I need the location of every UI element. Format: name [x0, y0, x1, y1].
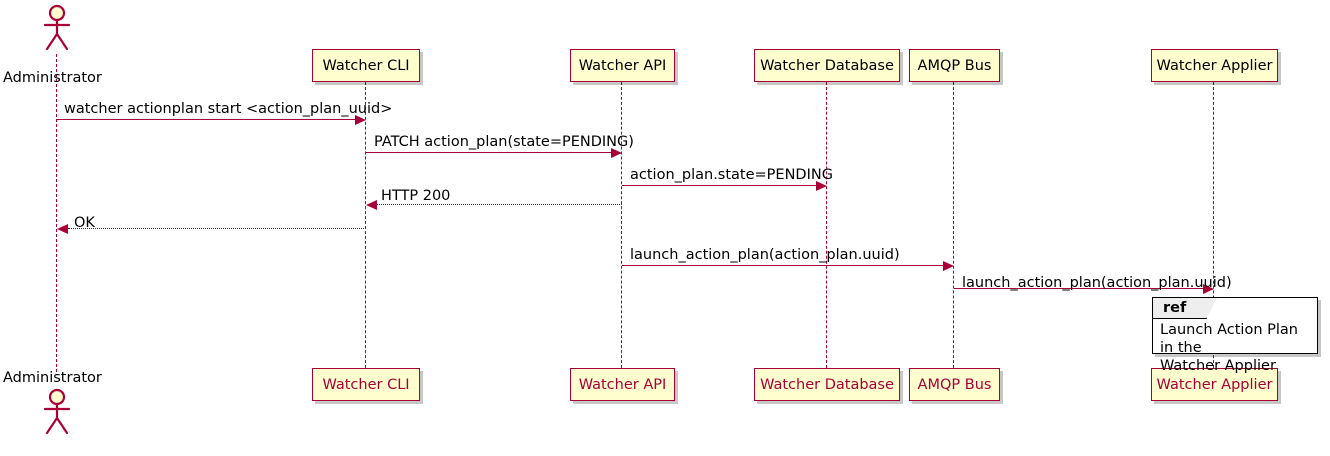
participant-label-watcher-cli-top: Watcher CLI [322, 57, 410, 74]
lifeline-amqp-bus [953, 82, 955, 368]
participant-box-watcher-database-bottom[interactable]: Watcher Database [754, 368, 900, 401]
fragment-body-line-1: Launch Action Plan in the [1160, 322, 1298, 356]
participant-label-watcher-applier-top: Watcher Applier [1156, 57, 1273, 74]
message-label-5: OK [74, 215, 95, 231]
lifeline-watcher-api [621, 82, 623, 368]
participant-label-administrator-bottom: Administrator [3, 370, 102, 386]
fragment-tab-ref-launch-action-plan: ref [1153, 298, 1207, 319]
message-arrowhead-7 [1203, 283, 1214, 294]
message-arrowhead-6 [943, 260, 954, 271]
participant-label-amqp-bus-top: AMQP Bus [917, 57, 992, 74]
message-line-2 [366, 152, 611, 153]
message-arrowhead-5 [57, 223, 68, 234]
participant-box-watcher-cli-bottom[interactable]: Watcher CLI [312, 368, 420, 401]
participant-label-watcher-database-bottom: Watcher Database [760, 376, 894, 393]
message-label-7: launch_action_plan(action_plan.uuid) [962, 275, 1232, 291]
participant-box-watcher-cli-top[interactable]: Watcher CLI [312, 49, 420, 82]
message-line-7 [954, 288, 1203, 289]
message-line-1 [57, 119, 355, 120]
message-line-5 [68, 228, 366, 229]
message-line-4 [377, 204, 622, 205]
message-arrowhead-1 [355, 114, 366, 125]
message-label-6: launch_action_plan(action_plan.uuid) [630, 247, 900, 263]
fragment-body-line-2: Watcher Applier [1160, 358, 1276, 374]
message-label-1: watcher actionplan start <action_plan_uu… [64, 101, 393, 117]
message-label-3: action_plan.state=PENDING [630, 167, 833, 183]
participant-label-amqp-bus-bottom: AMQP Bus [917, 376, 992, 393]
fragment-tab-notch-ref-launch-action-plan [1205, 298, 1217, 319]
lifeline-watcher-cli [365, 82, 367, 368]
participant-label-watcher-api-top: Watcher API [578, 57, 667, 74]
participant-box-amqp-bus-top[interactable]: AMQP Bus [909, 49, 1000, 82]
participant-box-watcher-applier-bottom[interactable]: Watcher Applier [1151, 368, 1278, 401]
stick-figure-actor-icon [41, 4, 73, 54]
message-arrowhead-2 [611, 147, 622, 158]
lifeline-administrator [56, 54, 58, 372]
stick-figure-actor-icon [41, 388, 73, 438]
lifeline-watcher-database [826, 82, 828, 368]
lifeline-watcher-applier [1213, 82, 1215, 368]
participant-box-watcher-database-top[interactable]: Watcher Database [754, 49, 900, 82]
participant-label-watcher-cli-bottom: Watcher CLI [322, 376, 410, 393]
participant-box-amqp-bus-bottom[interactable]: AMQP Bus [909, 368, 1000, 401]
participant-box-watcher-api-bottom[interactable]: Watcher API [570, 368, 675, 401]
participant-label-watcher-database-top: Watcher Database [760, 57, 894, 74]
participant-label-watcher-applier-bottom: Watcher Applier [1156, 376, 1273, 393]
message-line-3 [622, 185, 816, 186]
participant-label-administrator-top: Administrator [3, 70, 102, 86]
message-label-4: HTTP 200 [381, 188, 451, 204]
message-label-2: PATCH action_plan(state=PENDING) [374, 134, 634, 150]
message-arrowhead-3 [816, 180, 827, 191]
message-arrowhead-4 [366, 199, 377, 210]
participant-box-watcher-api-top[interactable]: Watcher API [570, 49, 675, 82]
participant-box-watcher-applier-top[interactable]: Watcher Applier [1151, 49, 1278, 82]
participant-label-watcher-api-bottom: Watcher API [578, 376, 667, 393]
message-line-6 [622, 265, 943, 266]
